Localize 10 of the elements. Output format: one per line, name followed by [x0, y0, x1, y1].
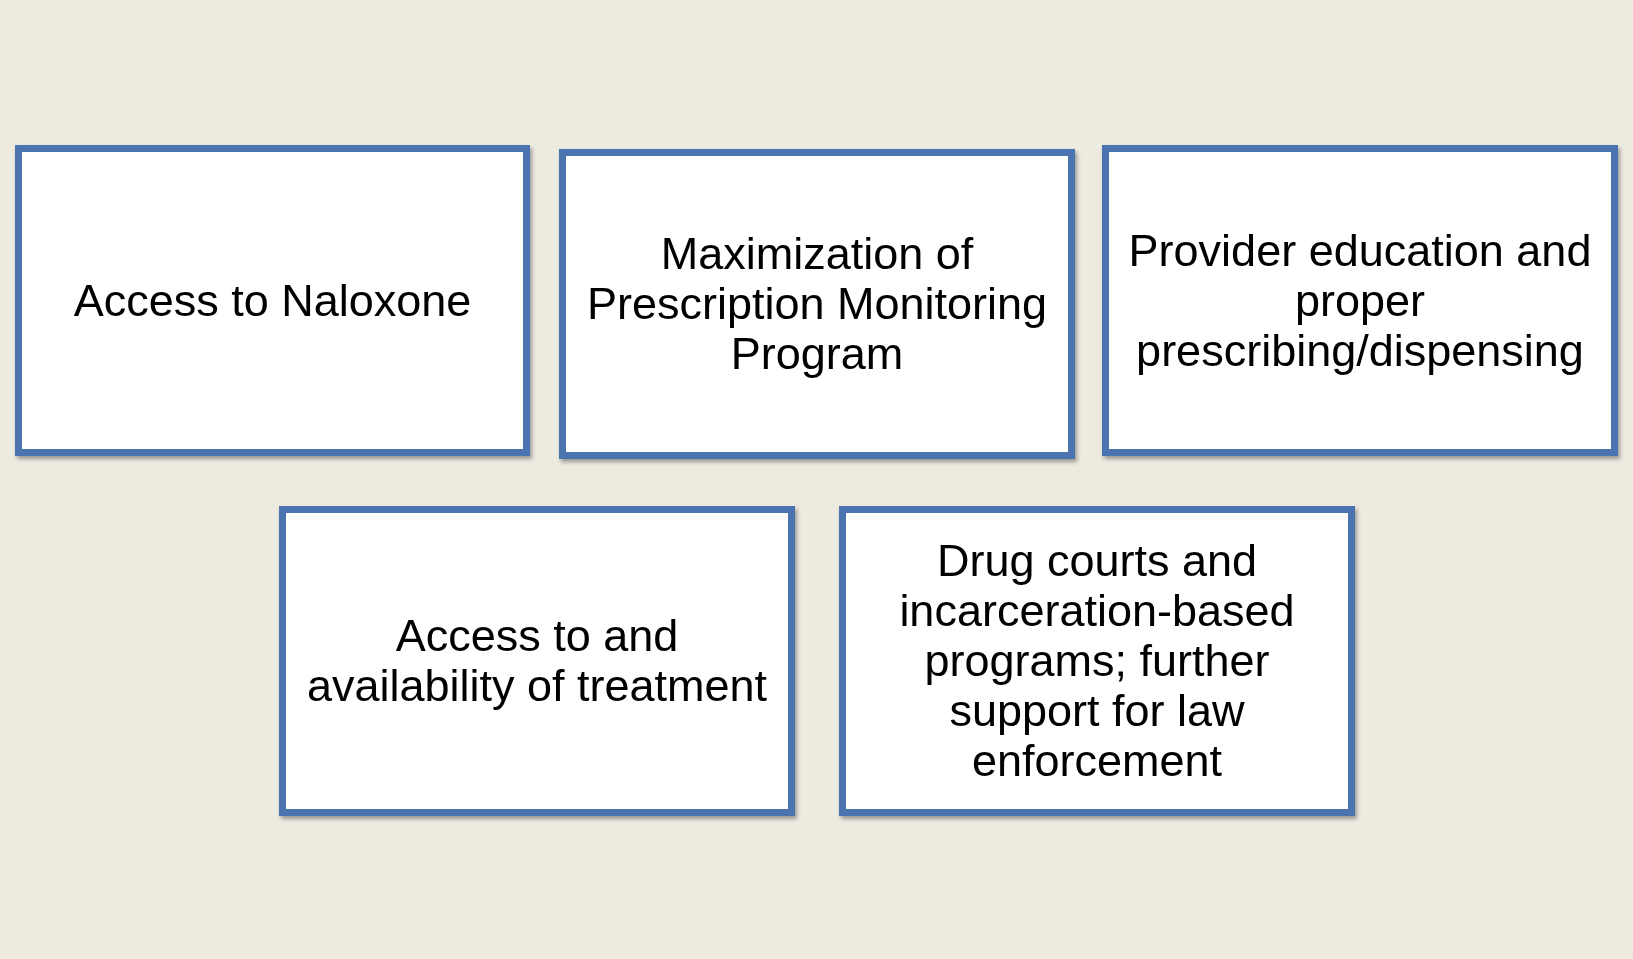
box-label: Access to Naloxone — [73, 275, 472, 326]
box-label: Maximization of Prescription Monitoring Program — [585, 229, 1049, 379]
text-box — [1102, 145, 1618, 456]
box-label: Access to and availability of treatment — [305, 611, 769, 711]
box-label: Drug courts and incarceration-based programs; further support for law enforcement — [898, 536, 1296, 786]
text-box — [559, 149, 1075, 459]
text-box — [15, 145, 530, 456]
text-box — [279, 506, 795, 816]
text-box — [839, 506, 1355, 816]
box-label: Provider education and proper prescribing/dispensing — [1127, 225, 1593, 376]
